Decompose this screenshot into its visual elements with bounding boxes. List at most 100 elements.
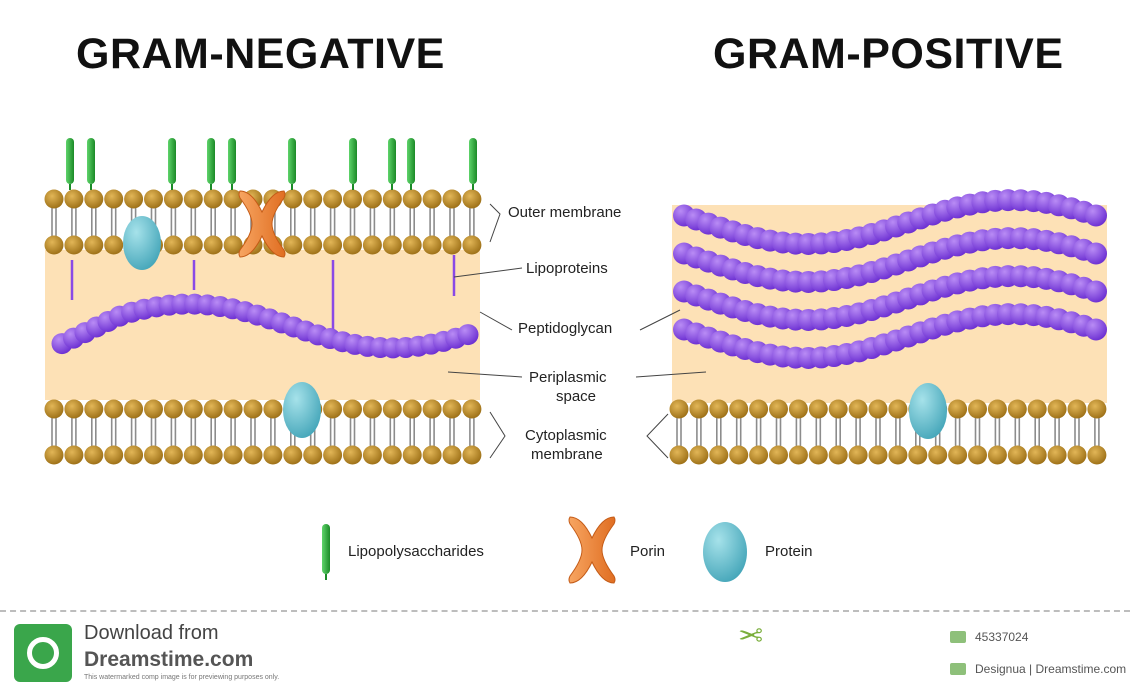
lipid-head: [343, 189, 362, 209]
lipid-head: [124, 399, 144, 419]
title-gram-positive: GRAM-POSITIVE: [713, 30, 1064, 78]
protein-outer-left: [123, 216, 161, 270]
lipid-head: [203, 445, 223, 465]
peptidoglycan-right: [673, 189, 1107, 369]
credit-icon: [950, 663, 966, 675]
lipid-head: [223, 235, 243, 255]
cytoplasmic-membrane-right: [669, 399, 1107, 465]
lipid-head: [44, 189, 64, 209]
label-cytoplasmic-membrane-line2: membrane: [531, 446, 603, 463]
lipid-head: [243, 445, 263, 465]
lipid-head: [223, 399, 243, 419]
lps-molecule: [168, 138, 176, 184]
label-periplasmic-space-line2: space: [556, 388, 597, 405]
lipid-head: [223, 445, 243, 465]
lipid-head: [163, 399, 183, 419]
lipid-head: [868, 445, 888, 465]
lipid-head: [1007, 445, 1027, 465]
lipid-head: [382, 445, 402, 465]
lipid-head: [64, 235, 84, 255]
lipid-head: [888, 399, 908, 419]
lipid-head: [402, 445, 422, 465]
lipid-head: [1007, 399, 1027, 419]
lipid-head: [44, 235, 64, 255]
lipid-head: [442, 445, 462, 465]
lipid-head: [104, 399, 124, 419]
lipid-head: [124, 189, 144, 209]
lipid-head: [183, 235, 203, 255]
lps-molecule: [87, 138, 95, 184]
lipid-head: [689, 445, 709, 465]
lipid-head: [104, 189, 124, 209]
lipid-head: [769, 445, 788, 465]
image-credit: Designua | Dreamstime.com: [975, 662, 1127, 676]
lipid-head: [1067, 445, 1087, 465]
diagram-canvas: [44, 138, 1107, 584]
lipid-head: [44, 399, 64, 419]
lipid-head: [64, 189, 84, 209]
lipid-head: [462, 235, 482, 255]
lipid-head: [283, 189, 303, 209]
lipid-head: [263, 399, 283, 419]
peptidoglycan-bead: [457, 324, 479, 346]
lipid-head: [749, 445, 769, 465]
lipid-head: [343, 445, 362, 465]
lipid-head: [323, 235, 343, 255]
cytoplasmic-membrane-left: [44, 399, 482, 465]
lipid-head: [1087, 445, 1107, 465]
legend-porin-label: Porin: [630, 543, 666, 560]
lipid-head: [689, 399, 709, 419]
lipid-head: [749, 399, 769, 419]
lipid-head: [729, 399, 749, 419]
lipid-head: [163, 445, 183, 465]
lipid-head: [303, 235, 323, 255]
lipid-head: [402, 235, 422, 255]
lipid-head: [84, 235, 104, 255]
lipid-head: [64, 399, 84, 419]
lipid-head: [243, 399, 263, 419]
lipid-head: [163, 235, 183, 255]
lipid-head: [442, 399, 462, 419]
lipid-head: [104, 235, 124, 255]
lipid-head: [84, 189, 104, 209]
lipid-head: [709, 445, 729, 465]
scissors-icon: ✂: [738, 617, 764, 650]
peptidoglycan-bead: [1085, 318, 1107, 341]
lipid-head: [323, 189, 343, 209]
label-lipoproteins: Lipoproteins: [526, 260, 608, 277]
lipid-head: [183, 189, 203, 209]
lipid-head: [104, 445, 124, 465]
lipid-head: [848, 399, 868, 419]
lipid-head: [183, 445, 203, 465]
leader-lines: [447, 203, 707, 459]
lipid-head: [462, 399, 482, 419]
lipid-head: [402, 189, 422, 209]
porin-left: [238, 190, 286, 258]
lps-molecule: [469, 138, 477, 184]
peptidoglycan-bead: [1085, 204, 1107, 227]
lipid-head: [442, 189, 462, 209]
protein-cyto-right: [909, 383, 947, 439]
label-peptidoglycan: Peptidoglycan: [518, 320, 613, 337]
download-from-text: Download from: [84, 622, 219, 644]
peptidoglycan-left: [51, 293, 479, 359]
watermark-footer: Download from Dreamstime.com This waterm…: [0, 610, 1130, 692]
legend-porin-icon: [568, 516, 616, 584]
label-periplasmic-space-line1: Periplasmic: [529, 369, 607, 386]
lipid-head: [382, 399, 402, 419]
legend-lps-icon: [322, 524, 330, 580]
lipid-head: [669, 445, 689, 465]
lipid-head: [183, 399, 203, 419]
legend-protein-label: Protein: [765, 543, 813, 560]
lipid-head: [144, 445, 163, 465]
protein-cyto-left: [283, 382, 321, 438]
lipid-head: [362, 399, 382, 419]
dreamstime-site-text: Dreamstime.com: [84, 648, 254, 671]
lipid-head: [788, 399, 808, 419]
lipid-head: [828, 399, 848, 419]
lps-molecule: [66, 138, 74, 184]
lipid-head: [808, 399, 828, 419]
lipid-head: [828, 445, 848, 465]
legend-lps-label: Lipopolysaccharides: [348, 543, 484, 560]
lipid-head: [163, 189, 183, 209]
